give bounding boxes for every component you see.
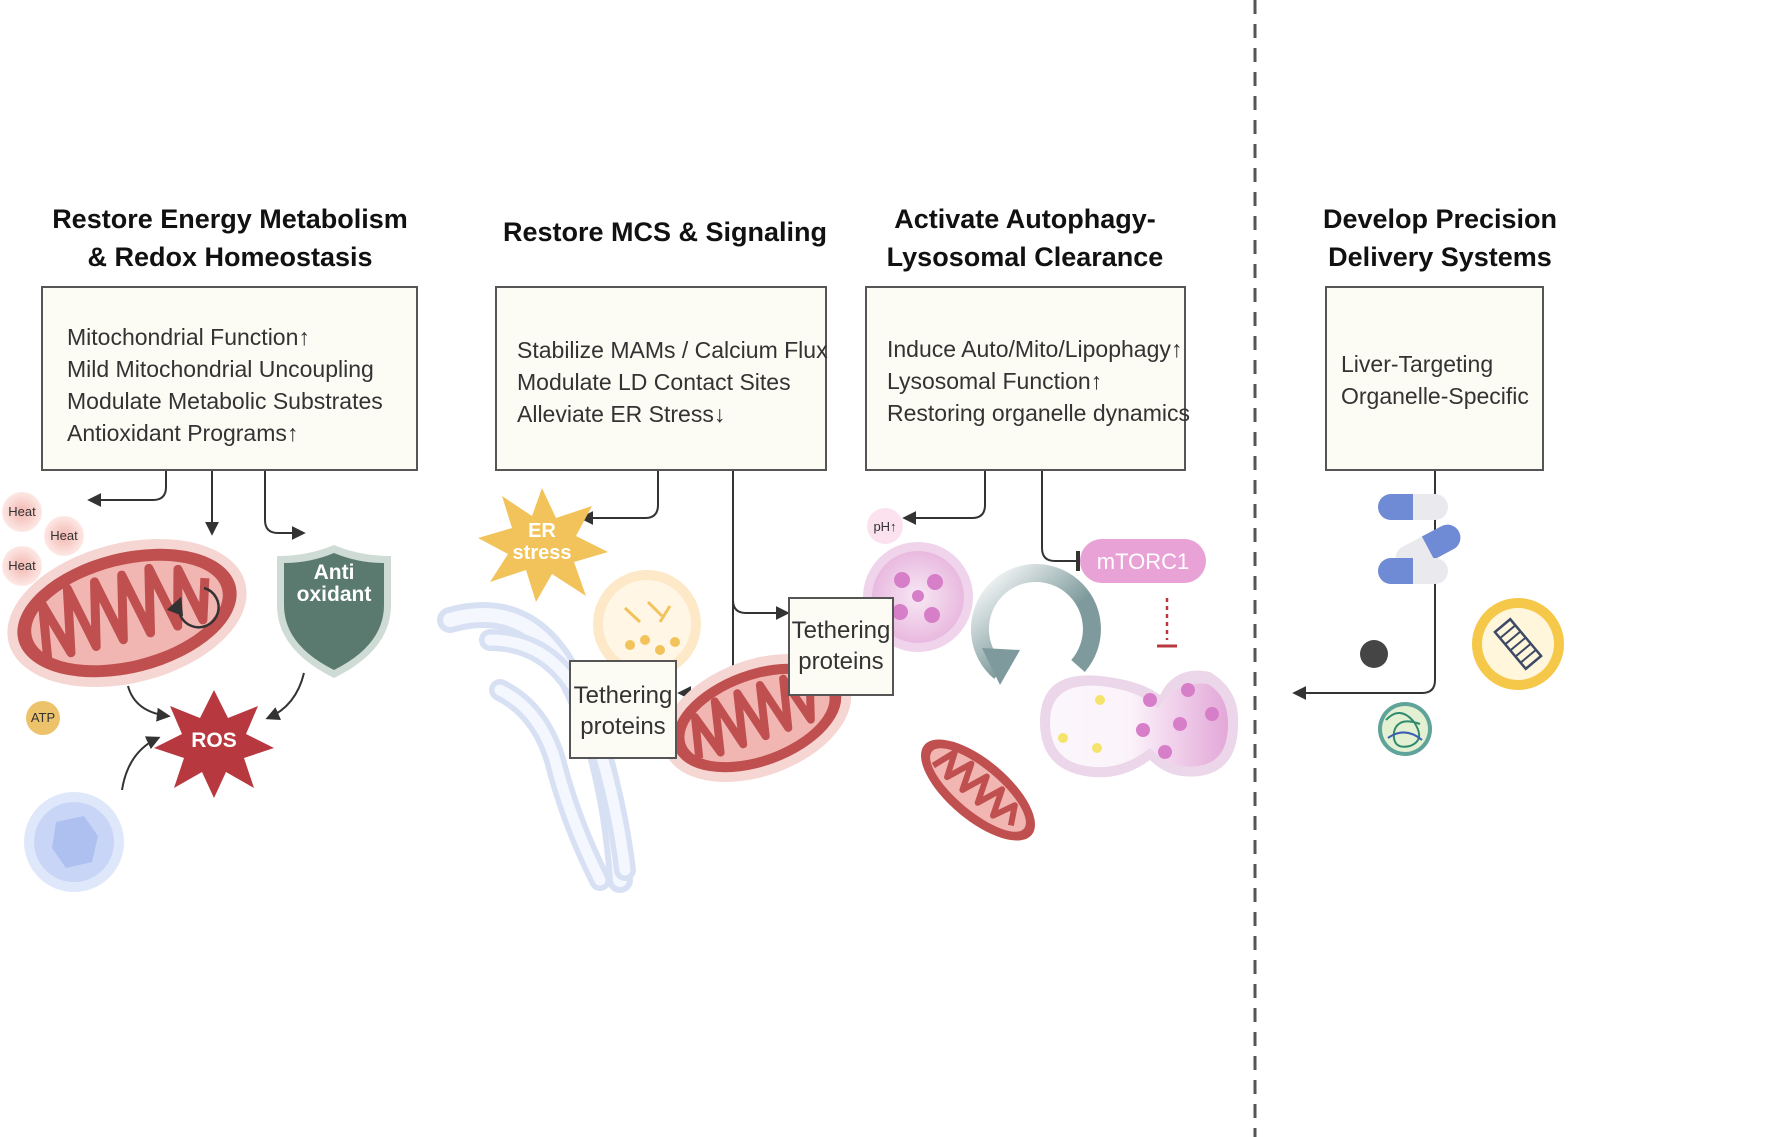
strategy-item: Lysosomal Function↑ <box>887 368 1103 394</box>
autophagy-strategy-box: Induce Auto/Mito/Lipophagy↑ Lysosomal Fu… <box>865 286 1190 471</box>
strategy-item: Modulate Metabolic Substrates <box>67 388 383 414</box>
er-stress-icon <box>478 488 608 602</box>
arrow-cell-to-ros <box>121 736 161 791</box>
autophagy-cycle-icon <box>970 564 1101 685</box>
heat-label: Heat <box>8 504 36 519</box>
lipid-droplet-icon <box>593 570 701 678</box>
strategy-item: Induce Auto/Mito/Lipophagy↑ <box>887 336 1183 362</box>
arrow-to-tethering-2 <box>732 580 790 620</box>
tethering-line: Tethering <box>573 682 673 709</box>
section-title-delivery: Develop Precision Delivery Systems <box>1310 200 1570 276</box>
atp-icon <box>26 701 60 735</box>
capsule-icon-1 <box>1378 494 1448 520</box>
title-line: Delivery Systems <box>1328 242 1552 272</box>
inhibit-line-mtorc1 <box>1041 471 1080 571</box>
section-title-energy: Restore Energy Metabolism & Redox Homeos… <box>40 200 420 276</box>
mitochondrion-icon <box>7 538 247 688</box>
delivery-strategy-box: Liver-Targeting Organelle-Specific <box>1325 286 1544 471</box>
strategy-item: Alleviate ER Stress↓ <box>517 401 726 427</box>
strategy-item: Restoring organelle dynamics <box>887 400 1190 426</box>
mtorc1-pill <box>1080 539 1206 583</box>
arrow-to-antioxidant <box>264 471 306 540</box>
capsule-icon-3 <box>1378 558 1448 584</box>
tethering-line: proteins <box>580 713 666 740</box>
cycle-arrow-icon <box>166 586 220 629</box>
liposome-icon <box>1472 598 1564 690</box>
section-title-mcs: Restore MCS & Signaling <box>480 213 850 251</box>
arrow-to-heat <box>87 471 167 507</box>
antioxidant-line: oxidant <box>296 583 372 606</box>
heat-icon-2 <box>44 516 84 556</box>
nanoparticle-icon <box>1360 640 1388 668</box>
heat-label: Heat <box>50 528 78 543</box>
heat-icon-3 <box>2 546 42 586</box>
arrow-to-tethering-1 <box>677 471 734 700</box>
shield-icon <box>277 545 391 678</box>
title-line: Activate Autophagy- <box>894 204 1156 234</box>
title-line: & Redox Homeostasis <box>87 242 373 272</box>
er-stress-label: ER stress <box>502 520 582 564</box>
title-line: Restore Energy Metabolism <box>52 204 408 234</box>
er-stress-line: ER <box>528 520 556 542</box>
autolysosome-icon <box>1040 670 1239 778</box>
strategy-item: Organelle-Specific <box>1341 383 1529 409</box>
section-title-autophagy: Activate Autophagy- Lysosomal Clearance <box>860 200 1190 276</box>
cell-icon <box>24 792 124 892</box>
arrow-mito-to-ros <box>127 685 171 722</box>
mcs-strategy-box: Stabilize MAMs / Calcium Flux Modulate L… <box>495 286 828 471</box>
tethering-proteins-box: Tethering proteins <box>788 597 894 696</box>
mitochondrion-icon <box>921 739 1035 841</box>
title-line: Restore MCS & Signaling <box>502 217 828 247</box>
title-line: Lysosomal Clearance <box>886 242 1164 272</box>
strategy-item: Liver-Targeting <box>1341 351 1494 377</box>
atp-label: ATP <box>30 710 56 725</box>
ros-label: ROS <box>191 729 237 752</box>
tethering-line: proteins <box>798 648 884 675</box>
arrow-shield-to-ros <box>265 672 305 721</box>
strategy-item: Antioxidant Programs↑ <box>67 420 299 446</box>
endoplasmic-reticulum-icon <box>437 602 636 893</box>
mtorc1-label: mTORC1 <box>1096 549 1190 574</box>
ph-icon <box>867 508 903 544</box>
ros-icon <box>154 690 274 798</box>
strategy-item: Mitochondrial Function↑ <box>67 324 310 350</box>
antioxidant-label: Anti oxidant <box>284 562 384 606</box>
tethering-proteins-box: Tethering proteins <box>569 660 677 759</box>
strategy-item: Mild Mitochondrial Uncoupling <box>67 356 374 382</box>
arrow-to-delivery <box>1292 471 1436 700</box>
strategy-item: Modulate LD Contact Sites <box>517 369 791 395</box>
tethering-line: Tethering <box>791 617 891 644</box>
title-line: Develop Precision <box>1322 204 1558 234</box>
heat-icon-1 <box>2 492 42 532</box>
heat-label: Heat <box>8 558 36 573</box>
strategy-item: Stabilize MAMs / Calcium Flux <box>517 337 828 363</box>
lysosome-icon <box>863 542 973 652</box>
energy-strategy-box: Mitochondrial Function↑ Mild Mitochondri… <box>41 286 418 471</box>
antioxidant-line: Anti <box>313 561 355 584</box>
ph-label: pH↑ <box>873 519 897 534</box>
er-stress-line: stress <box>512 542 572 564</box>
polymer-nanoparticle-icon <box>1378 702 1432 756</box>
arrow-to-ph <box>902 471 986 525</box>
arrow-to-er-stress <box>579 471 659 525</box>
